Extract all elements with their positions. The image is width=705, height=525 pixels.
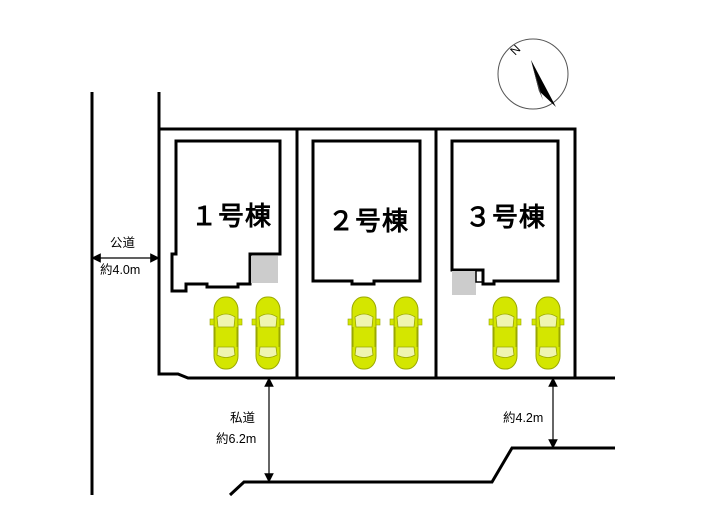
car-3b bbox=[531, 296, 565, 370]
public-road-width: 約4.0m bbox=[100, 263, 141, 277]
building-3-label: ３号棟 bbox=[465, 202, 547, 232]
building-1-label: １号棟 bbox=[191, 201, 273, 231]
private-road-width: 約6.2m bbox=[216, 432, 257, 446]
car-2b bbox=[389, 296, 423, 370]
car-3a bbox=[488, 296, 522, 370]
public-road-name: 公道 bbox=[110, 236, 136, 250]
compass bbox=[497, 38, 569, 110]
east-road-width: 約4.2m bbox=[503, 411, 544, 425]
private-road-edge bbox=[228, 446, 615, 497]
building-1-outline bbox=[170, 139, 282, 293]
car-1a bbox=[209, 296, 243, 370]
building-3-outline bbox=[450, 139, 560, 286]
private-road-name: 私道 bbox=[230, 411, 256, 425]
meter-box-3 bbox=[452, 271, 476, 295]
building-2-outline bbox=[311, 139, 422, 286]
north-arrow-icon bbox=[531, 60, 556, 107]
meter-box-1 bbox=[251, 256, 278, 283]
car-2a bbox=[347, 296, 381, 370]
site-boundary bbox=[157, 92, 615, 380]
car-1b bbox=[251, 296, 285, 370]
building-2-label: ２号棟 bbox=[328, 206, 410, 236]
